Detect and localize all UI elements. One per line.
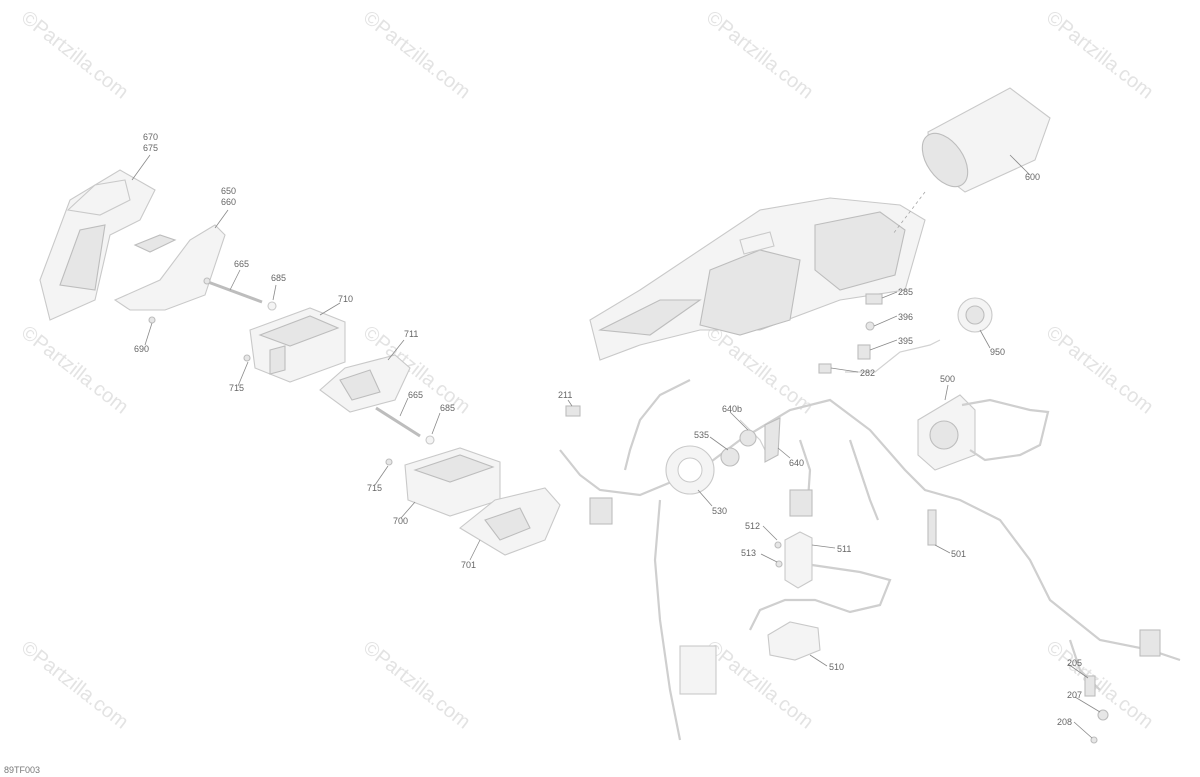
callout-282[interactable]: 282 (860, 368, 875, 378)
callout-665-lower[interactable]: 665 (408, 390, 423, 400)
clip-285[interactable] (865, 293, 883, 305)
callout-640[interactable]: 640 (789, 458, 804, 468)
washer-685-lower[interactable] (425, 435, 435, 445)
callout-660[interactable]: 660 (221, 197, 236, 207)
callout-701[interactable]: 701 (461, 560, 476, 570)
callout-501[interactable]: 501 (951, 549, 966, 559)
leader-600-dash (892, 191, 926, 235)
module-700[interactable] (404, 447, 501, 517)
callout-685[interactable]: 685 (271, 273, 286, 283)
diagram-code: 89TF003 (4, 765, 40, 775)
clip-395[interactable] (857, 344, 871, 360)
callout-535[interactable]: 535 (694, 430, 709, 440)
screw-715[interactable] (243, 354, 251, 362)
connector-plug[interactable] (789, 489, 813, 517)
callout-650[interactable]: 650 (221, 186, 236, 196)
callout-710[interactable]: 710 (338, 294, 353, 304)
connector-block[interactable] (679, 645, 717, 695)
switch-510[interactable] (767, 621, 821, 661)
watermark: ©Partzilla.com (702, 322, 817, 419)
clip-282[interactable] (818, 363, 832, 374)
callout-511[interactable]: 511 (837, 544, 851, 554)
callout-690[interactable]: 690 (134, 344, 149, 354)
callout-675[interactable]: 675 (143, 143, 158, 153)
callout-715[interactable]: 715 (229, 383, 244, 393)
bolt-665[interactable] (203, 277, 263, 304)
callout-530[interactable]: 530 (712, 506, 727, 516)
callout-285[interactable]: 285 (898, 287, 913, 297)
watermark: ©Partzilla.com (1042, 322, 1157, 419)
callout-711[interactable]: 711 (404, 329, 418, 339)
watermark: ©Partzilla.com (17, 637, 132, 734)
bracket-701[interactable] (459, 487, 561, 556)
bracket-650[interactable] (113, 224, 226, 311)
callout-208[interactable]: 208 (1057, 717, 1072, 727)
wiring-harness[interactable] (559, 379, 1181, 741)
washer-685[interactable] (267, 301, 277, 311)
callout-500[interactable]: 500 (940, 374, 955, 384)
callout-512[interactable]: 512 (745, 521, 760, 531)
instrument-housing[interactable] (589, 197, 926, 361)
part-640[interactable] (764, 417, 781, 463)
callout-950[interactable]: 950 (990, 347, 1005, 357)
callout-513[interactable]: 513 (741, 548, 756, 558)
watermark: ©Partzilla.com (17, 7, 132, 104)
washer-207[interactable] (1097, 709, 1109, 721)
callout-205[interactable]: 205 (1067, 658, 1082, 668)
callout-396[interactable]: 396 (898, 312, 913, 322)
bolt-501[interactable] (927, 509, 937, 546)
socket-950[interactable] (957, 297, 993, 333)
wire-511 (749, 563, 892, 631)
screw-715-lower[interactable] (385, 458, 393, 466)
screw-396[interactable] (865, 321, 875, 331)
watermark: ©Partzilla.com (1042, 7, 1157, 104)
callout-labels: 670 675 650 660 665 685 710 711 690 715 … (134, 132, 1082, 727)
callout-395[interactable]: 395 (898, 336, 913, 346)
callout-510[interactable]: 510 (829, 662, 844, 672)
callout-665[interactable]: 665 (234, 259, 249, 269)
connector-plug-right[interactable] (1139, 629, 1161, 657)
switch-housing-500[interactable] (917, 394, 976, 471)
wire-950 (845, 339, 941, 373)
connector-211[interactable] (565, 405, 581, 417)
callout-670[interactable]: 670 (143, 132, 158, 142)
callout-700[interactable]: 700 (393, 516, 408, 526)
callout-207[interactable]: 207 (1067, 690, 1082, 700)
watermark: ©Partzilla.com (359, 7, 474, 104)
screw-512[interactable] (774, 541, 782, 549)
connector-plug-left[interactable] (589, 497, 613, 525)
part-640b[interactable] (739, 429, 757, 447)
callout-715-lower[interactable]: 715 (367, 483, 382, 493)
screw-208[interactable] (1090, 736, 1098, 744)
callout-211[interactable]: 211 (558, 390, 572, 400)
switch-511[interactable] (784, 531, 813, 589)
watermark: ©Partzilla.com (702, 7, 817, 104)
callout-640b[interactable]: 640b (722, 404, 742, 414)
ring-530[interactable] (665, 445, 715, 495)
clip-205[interactable] (1084, 675, 1096, 697)
module-710[interactable] (249, 307, 346, 383)
bracket-670[interactable] (39, 169, 156, 321)
bolt-665-lower[interactable] (375, 406, 421, 438)
bracket-711[interactable] (319, 354, 411, 413)
watermark: ©Partzilla.com (17, 322, 132, 419)
screw-690[interactable] (148, 316, 156, 324)
wire-500 (961, 398, 1050, 462)
callout-685-lower[interactable]: 685 (440, 403, 455, 413)
watermark: ©Partzilla.com (359, 637, 474, 734)
callout-600[interactable]: 600 (1025, 172, 1040, 182)
screw-513[interactable] (775, 560, 783, 568)
leader-lines (131, 154, 1101, 739)
cylinder-600[interactable] (913, 87, 1051, 195)
nut-535[interactable] (720, 447, 740, 467)
